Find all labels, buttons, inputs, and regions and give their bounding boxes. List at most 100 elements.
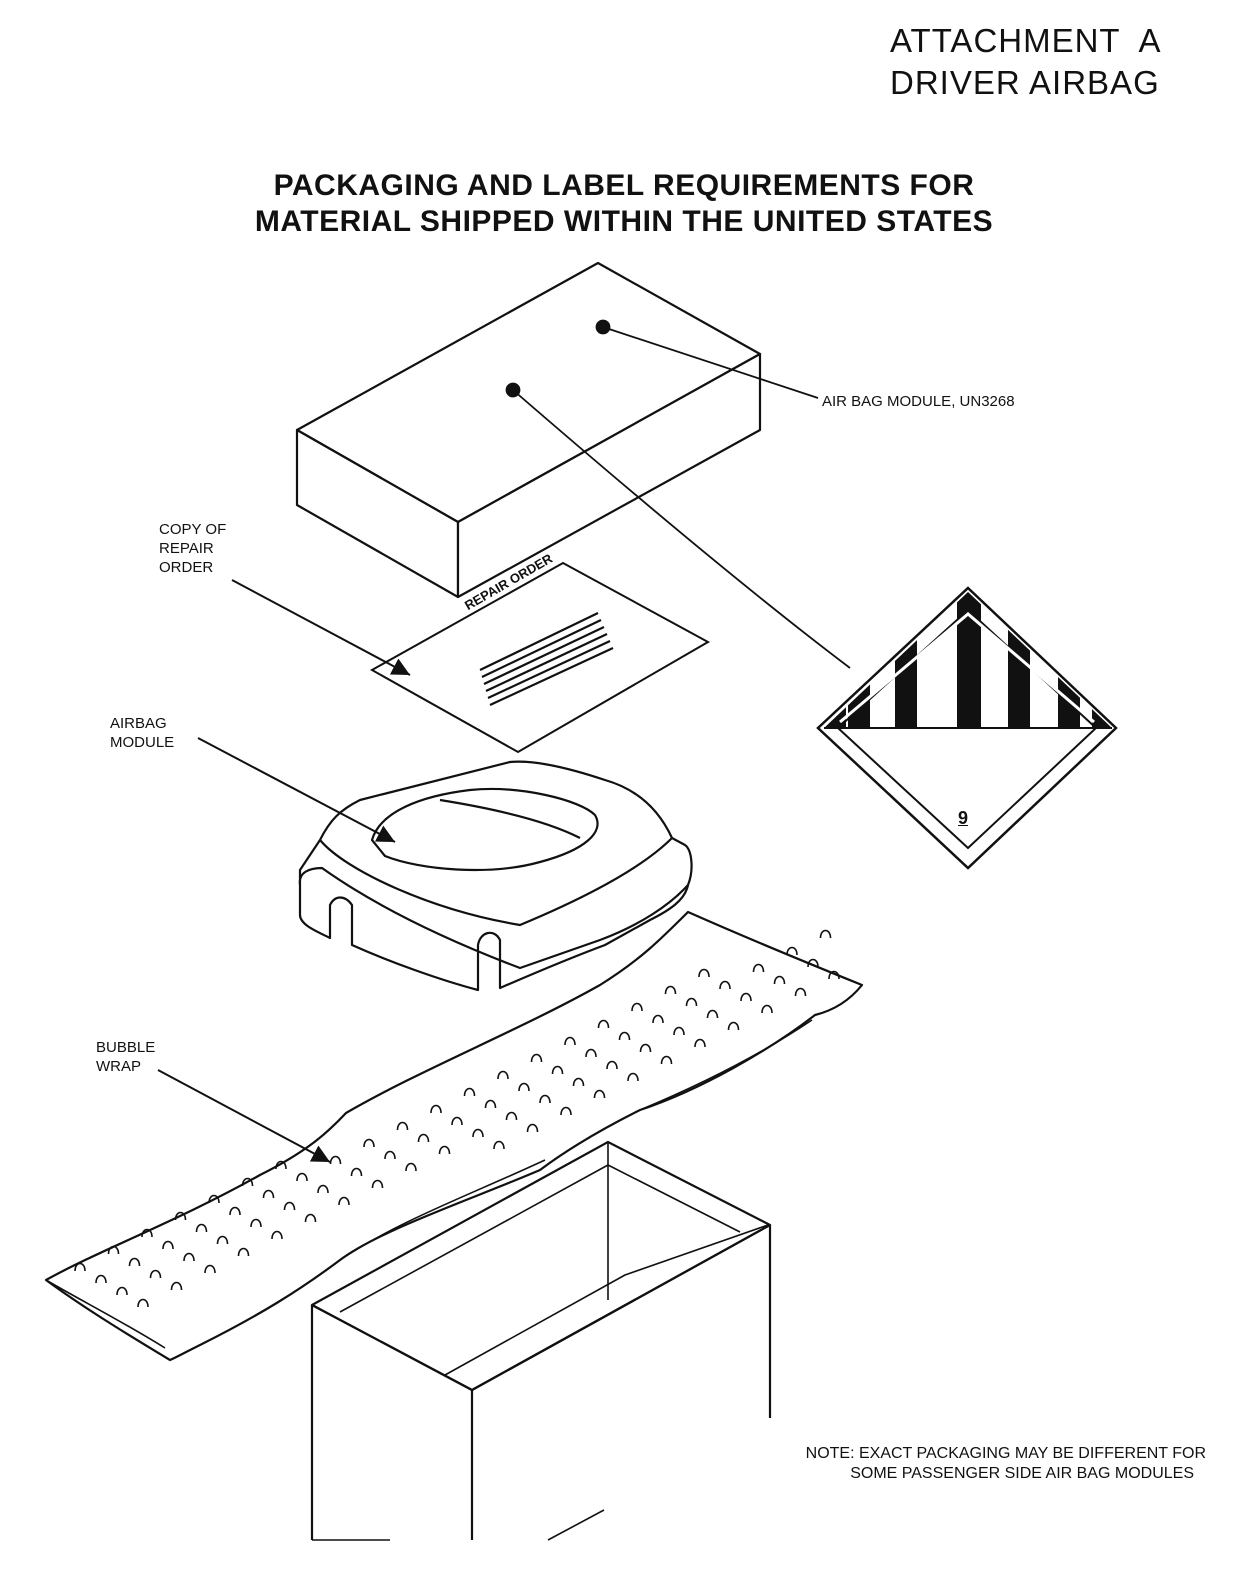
airbag-module-line-1: AIRBAG: [110, 715, 167, 732]
bubble: [698, 968, 710, 978]
title-line-1: PACKAGING AND LABEL REQUIREMENTS FOR: [273, 169, 975, 202]
bubble: [170, 1281, 183, 1291]
bubble: [794, 987, 807, 997]
bubble: [685, 997, 698, 1007]
bubble: [652, 1014, 664, 1024]
airbag-module-arrow: [197, 737, 396, 843]
bubble: [405, 1162, 417, 1172]
bubble: [216, 1235, 229, 1245]
bubble-wrap-line-2: WRAP: [96, 1058, 141, 1075]
bubble: [572, 1077, 585, 1087]
attachment-subject: DRIVER AIRBAG: [890, 64, 1160, 101]
bubble: [585, 1048, 597, 1058]
bubble-wrap-drawing: [44, 910, 864, 1362]
bubble: [162, 1240, 174, 1250]
bubble: [719, 980, 731, 990]
bubble: [296, 1172, 308, 1182]
note-line-1: NOTE: EXACT PACKAGING MAY BE DIFFERENT F…: [805, 1445, 1206, 1462]
bubble: [371, 1179, 384, 1189]
bubble: [740, 992, 752, 1002]
packaging-note: NOTE: EXACT PACKAGING MAY BE DIFFERENT F…: [680, 1444, 1206, 1484]
shipping-box-open: [310, 1140, 772, 1541]
bubble: [241, 1177, 254, 1187]
title-line-2: MATERIAL SHIPPED WITHIN THE UNITED STATE…: [254, 205, 994, 238]
bubble: [304, 1213, 317, 1223]
note-line-2: SOME PASSENGER SIDE AIR BAG MODULES: [850, 1465, 1194, 1482]
bubble: [706, 1009, 719, 1019]
bubble: [183, 1252, 195, 1262]
bubble: [430, 1104, 442, 1114]
bubble: [208, 1194, 220, 1204]
box-label-leaders: [505, 319, 851, 669]
bubble: [493, 1140, 505, 1150]
bubble: [451, 1116, 463, 1126]
bubble: [819, 929, 832, 939]
bubble: [262, 1189, 275, 1199]
bubble: [128, 1257, 141, 1267]
bubble: [363, 1138, 375, 1148]
bubble: [116, 1286, 128, 1296]
bubble-wrap-callout: BUBBLE WRAP: [96, 1038, 155, 1076]
bubble: [338, 1196, 350, 1206]
bubble: [250, 1218, 262, 1228]
airbag-module-callout: AIRBAG MODULE: [110, 714, 174, 752]
airbag-module-drawing: [298, 760, 693, 992]
bubble-wrap-arrow: [157, 1069, 331, 1163]
bubble: [597, 1019, 610, 1029]
bubble: [727, 1021, 740, 1031]
bubble: [560, 1106, 572, 1116]
bubble: [631, 1002, 643, 1012]
bubble: [660, 1055, 673, 1065]
bubble: [530, 1053, 543, 1063]
bubble: [807, 958, 819, 968]
bubble-wrap-line-1: BUBBLE: [96, 1039, 156, 1056]
repair-order-copy-line-1: COPY OF: [159, 521, 227, 538]
bubble: [551, 1065, 564, 1075]
repair-order-copy-line-2: REPAIR: [159, 540, 214, 557]
bubble: [606, 1060, 618, 1070]
bubble: [195, 1223, 208, 1233]
box-label-callout: AIR BAG MODULE, UN3268: [822, 393, 1015, 410]
bubble: [472, 1128, 484, 1138]
page-title: PACKAGING AND LABEL REQUIREMENTS FOR MAT…: [0, 168, 1248, 240]
bubble: [484, 1099, 497, 1109]
repair-order-copy-callout: COPY OF REPAIR ORDER: [159, 520, 226, 577]
bubble: [627, 1072, 639, 1082]
shipping-box-closed: [295, 261, 762, 599]
bubble: [275, 1160, 287, 1170]
attachment-title: ATTACHMENT A: [890, 22, 1162, 59]
bubble: [773, 975, 786, 985]
bubble: [438, 1145, 451, 1155]
bubble: [141, 1228, 153, 1238]
bubble: [283, 1201, 296, 1211]
attachment-header: ATTACHMENT A DRIVER AIRBAG: [890, 20, 1162, 104]
bubble: [752, 963, 765, 973]
bubble: [694, 1038, 706, 1048]
hazard-class-number: 9: [958, 808, 969, 828]
bubble: [526, 1123, 539, 1133]
repair-order-arrow: [231, 579, 411, 676]
bubble: [174, 1211, 187, 1221]
bubble: [564, 1036, 576, 1046]
repair-order-copy-line-3: ORDER: [159, 559, 214, 576]
bubble: [74, 1262, 86, 1272]
bubble: [786, 946, 798, 956]
bubble: [417, 1133, 430, 1143]
bubble: [497, 1070, 509, 1080]
bubble: [761, 1004, 773, 1014]
bubble: [518, 1082, 530, 1092]
bubble: [229, 1206, 241, 1216]
bubble: [149, 1269, 162, 1279]
airbag-module-line-2: MODULE: [110, 734, 175, 751]
bubble: [350, 1167, 363, 1177]
bubble: [593, 1089, 606, 1099]
bubble: [107, 1245, 120, 1255]
bubble: [463, 1087, 476, 1097]
bubble: [539, 1094, 551, 1104]
bubble: [271, 1230, 283, 1240]
bubble: [396, 1121, 409, 1131]
bubble: [384, 1150, 396, 1160]
bubble: [673, 1026, 685, 1036]
bubble: [639, 1043, 652, 1053]
